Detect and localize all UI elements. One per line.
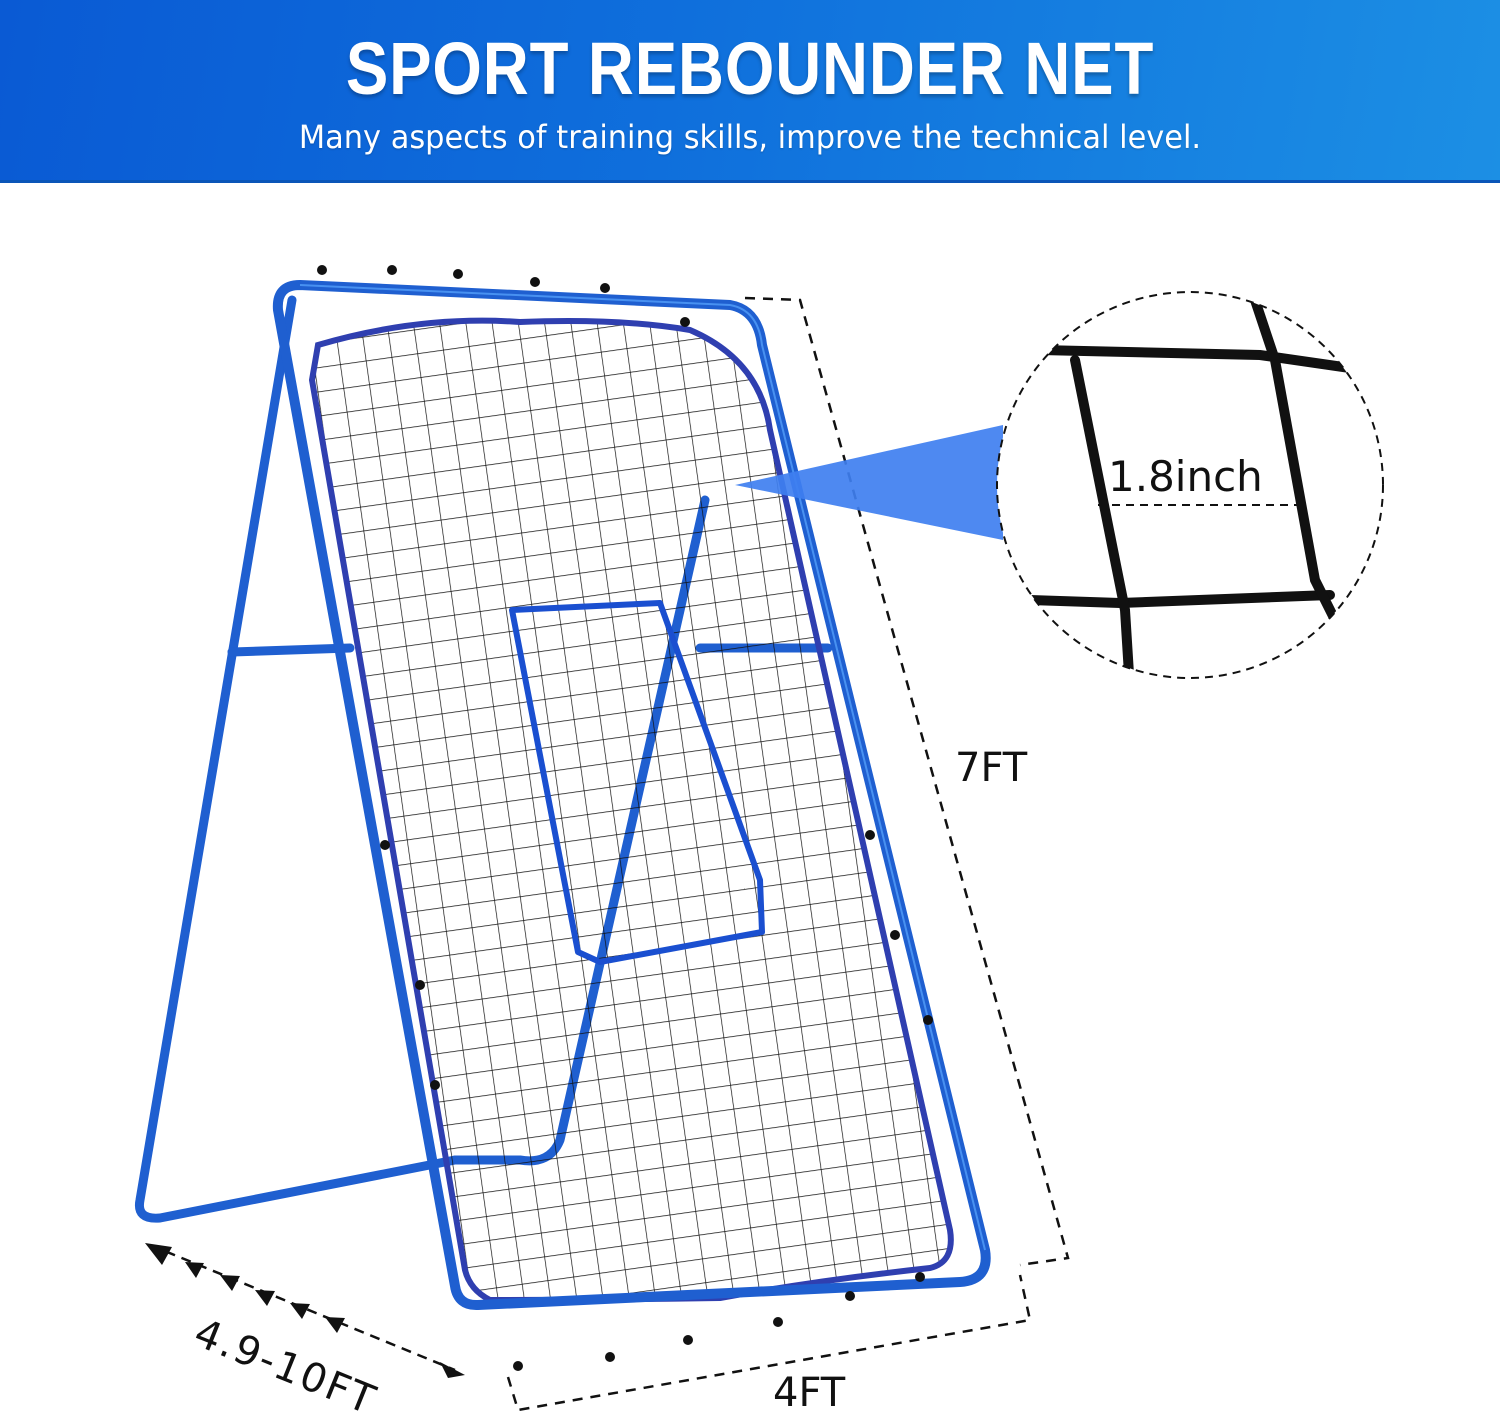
magnify-beam <box>735 425 1003 540</box>
target-zone <box>509 600 765 965</box>
page-subtitle: Many aspects of training skills, improve… <box>298 118 1202 156</box>
header-banner: SPORT REBOUNDER NET Many aspects of trai… <box>0 0 1500 183</box>
depth-dimension-arrows <box>145 1243 465 1378</box>
width-dimension-line <box>506 1274 1032 1412</box>
height-dimension-line <box>744 296 1070 1267</box>
mesh-size-label: 1.8inch <box>1108 452 1263 501</box>
mesh-zoom-circle <box>996 291 1384 679</box>
page-title: SPORT REBOUNDER NET <box>345 27 1155 110</box>
bungee-anchors <box>317 265 933 1371</box>
width-label: 4FT <box>773 1370 846 1416</box>
height-label: 7FT <box>955 745 1028 791</box>
